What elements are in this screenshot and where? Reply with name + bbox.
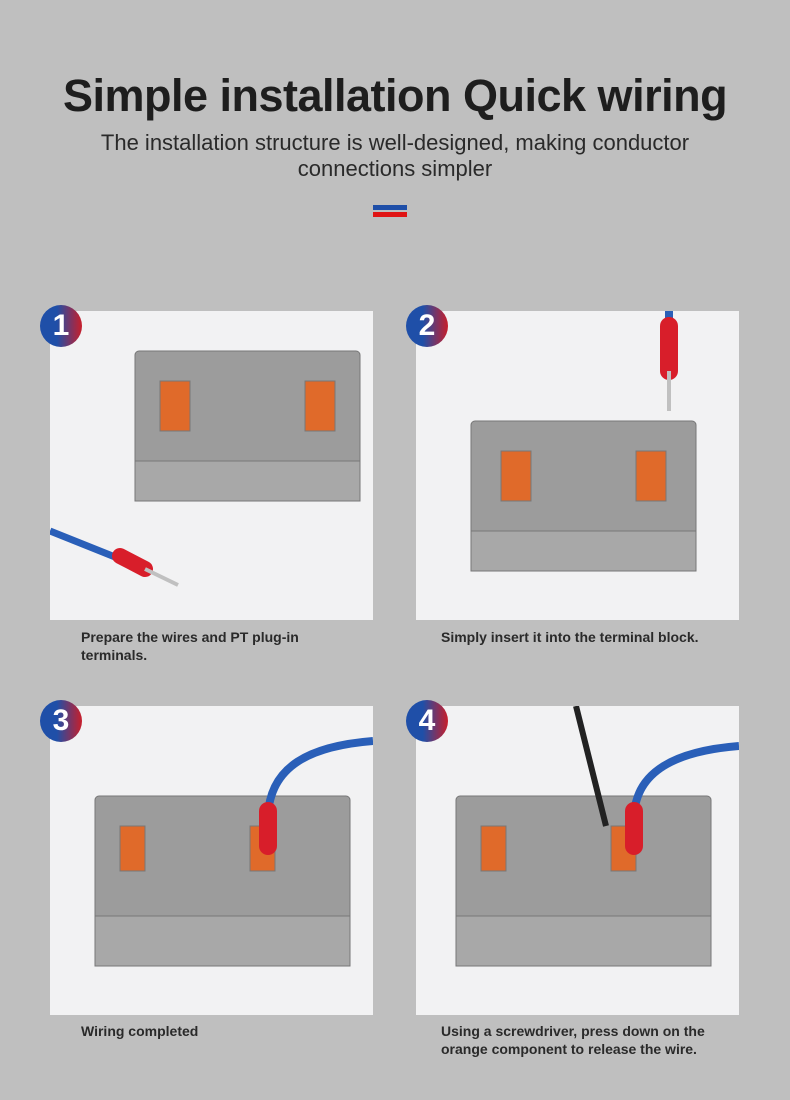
step-2-photo xyxy=(416,311,739,620)
terminal-block-image xyxy=(134,350,361,502)
step-4-caption: Using a screwdriver, press down on the o… xyxy=(441,1023,705,1057)
step-1-caption: Prepare the wires and PT plug-in termina… xyxy=(81,629,299,663)
divider xyxy=(373,205,407,217)
step-2-badge: 2 xyxy=(406,305,448,347)
step-3-photo xyxy=(50,706,373,1015)
step-3-caption: Wiring completed xyxy=(81,1023,199,1039)
page-title: Simple installation Quick wiring xyxy=(62,70,728,121)
step-4-photo xyxy=(416,706,739,1015)
step-3-badge: 3 xyxy=(40,700,82,742)
step-1-badge: 1 xyxy=(40,305,82,347)
step-4-badge: 4 xyxy=(406,700,448,742)
step-1-photo xyxy=(50,311,373,620)
page-subtitle: The installation structure is well-desig… xyxy=(100,130,690,181)
step-2-caption: Simply insert it into the terminal block… xyxy=(441,629,699,645)
